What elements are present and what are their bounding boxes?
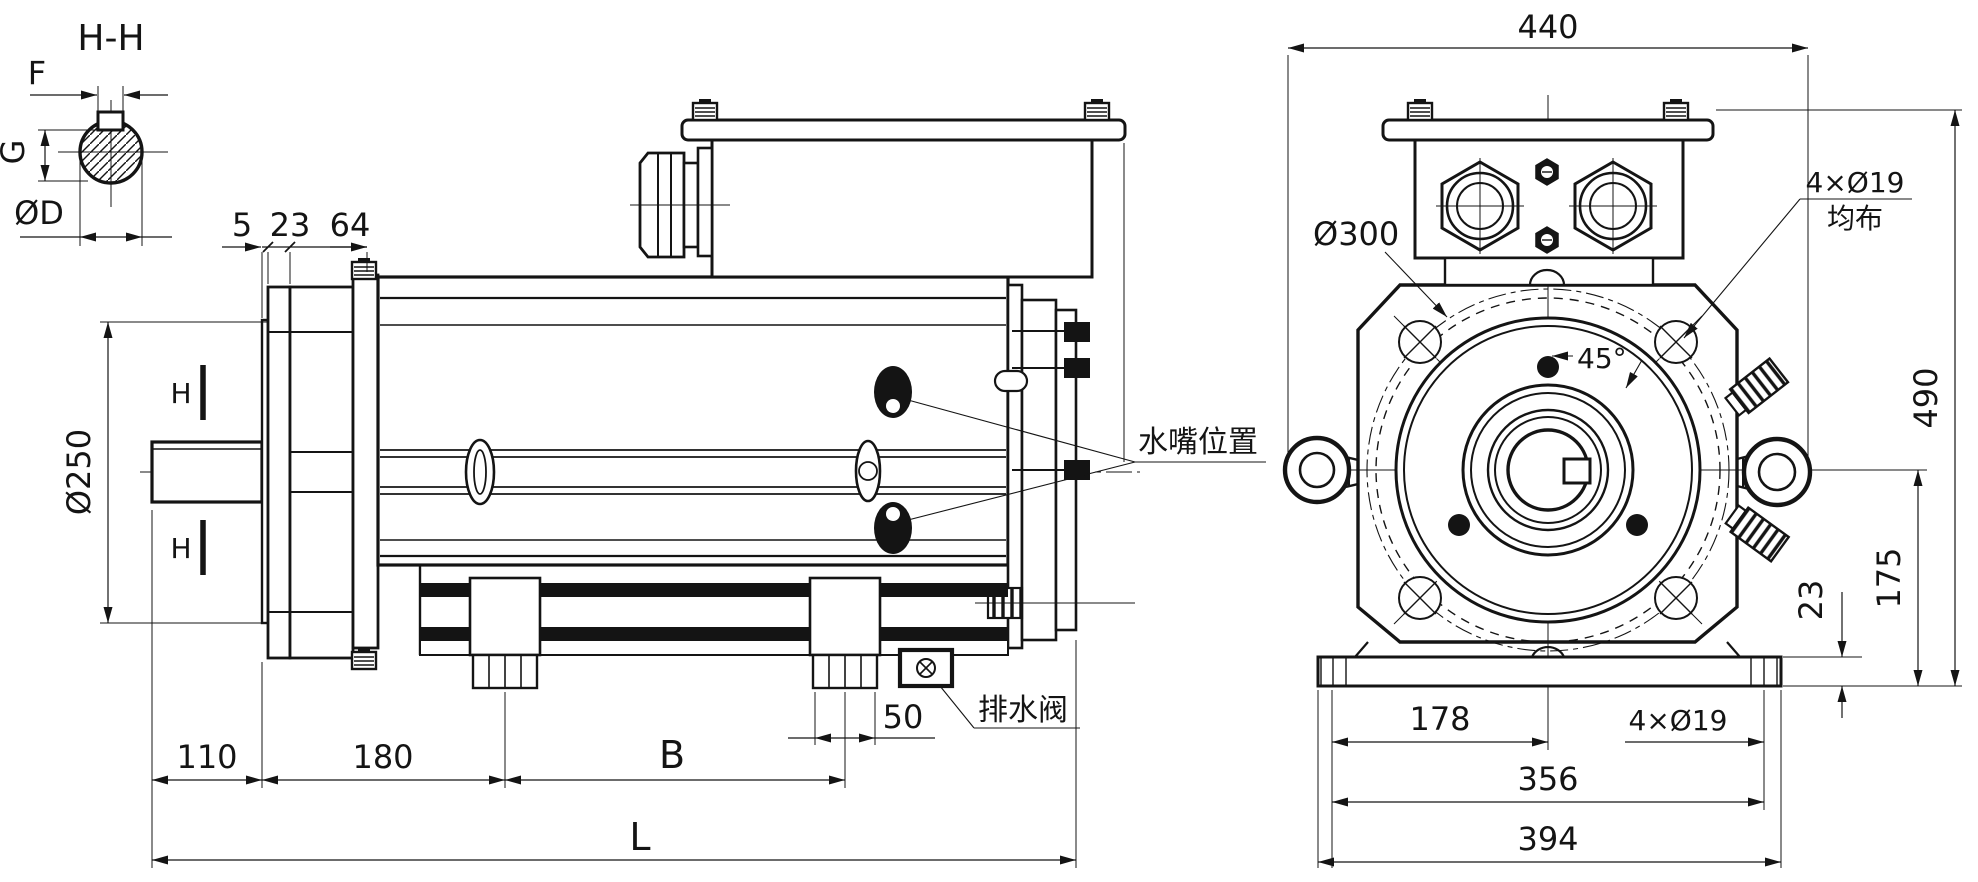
drain-valve xyxy=(897,647,955,689)
dim-label-64: 64 xyxy=(330,206,371,244)
motor-front-view: 45° Ø300 4×Ø19 均布 440 490 xyxy=(1282,8,1962,868)
foot-pad-front xyxy=(471,653,539,690)
cut-mark-upper: H xyxy=(170,377,191,410)
dim-label-394: 394 xyxy=(1517,820,1578,858)
callout-bolt-circle: Ø300 xyxy=(1313,215,1448,318)
dim-keyway-depth: G xyxy=(0,129,98,182)
callout-drain-valve: 排水阀 xyxy=(939,685,1080,729)
flange-screw-bottom xyxy=(350,646,378,671)
side-lug-front xyxy=(464,438,496,506)
dim-label-4x19-flange: 4×Ø19 xyxy=(1806,166,1905,199)
rear-plug xyxy=(993,369,1029,393)
cable-gland-front-left xyxy=(1436,158,1524,254)
cable-gland-front-right xyxy=(1569,158,1657,254)
dim-base-hole-span: 356 xyxy=(1332,760,1764,807)
frame-octagon xyxy=(1356,283,1739,644)
callout-water-nozzle: 水嘴位置 xyxy=(907,399,1266,521)
dim-label-175: 175 xyxy=(1870,547,1908,608)
dim-label-300: Ø300 xyxy=(1313,215,1399,253)
water-nozzle-front-upper xyxy=(1723,356,1790,417)
water-nozzle-front-lower xyxy=(1724,504,1791,563)
keyway-front xyxy=(1562,457,1592,485)
eye-bolt-left xyxy=(1282,435,1360,505)
water-nozzle-upper xyxy=(874,366,912,418)
dim-label-180: 180 xyxy=(352,738,413,776)
shaft xyxy=(150,440,264,504)
dim-label-4x19-base: 4×Ø19 xyxy=(1629,704,1728,737)
dim-label-B: B xyxy=(659,733,685,777)
dim-label-junbu: 均布 xyxy=(1827,202,1883,235)
dim-label-356: 356 xyxy=(1517,760,1578,798)
front-lid-screw-left xyxy=(1406,97,1434,122)
gland-bolt-bottom xyxy=(1535,226,1559,254)
keyway-notch xyxy=(96,110,125,132)
callout-flange-holes: 4×Ø19 均布 xyxy=(1683,166,1912,339)
dim-length-chain: 110 180 B xyxy=(151,510,846,868)
dim-base-thickness: 23 xyxy=(1783,580,1862,718)
front-lid-screw-right xyxy=(1662,97,1690,122)
dim-overall-height: 490 xyxy=(1716,109,1962,687)
flange-hole-tl xyxy=(1398,320,1442,364)
base-rails xyxy=(418,565,1009,690)
section-cut-marks: H H xyxy=(170,365,206,575)
flange-hole-br xyxy=(1654,576,1698,620)
dim-label-178: 178 xyxy=(1409,700,1470,738)
foot-pad-rear xyxy=(811,653,879,690)
shaft-section-detail: H-H F G ØD xyxy=(0,18,172,246)
bolt-circle-holes xyxy=(1366,288,1730,652)
side-lug-rear xyxy=(854,439,882,503)
dim-label-23b: 23 xyxy=(1792,580,1830,621)
dim-label-L: L xyxy=(629,815,650,859)
eye-bolt-right xyxy=(1735,436,1813,508)
rear-end xyxy=(975,283,1135,650)
dim-hole-angle: 45° xyxy=(1552,342,1643,389)
cable-gland-side xyxy=(630,146,730,259)
motor-body xyxy=(376,275,1010,567)
front-flange xyxy=(260,256,380,671)
dim-label-5: 5 xyxy=(232,206,252,244)
dim-label-phiD: ØD xyxy=(14,194,64,232)
foot-block-front xyxy=(468,576,542,657)
dim-label-G: G xyxy=(0,140,32,165)
dim-label-50: 50 xyxy=(883,698,924,736)
flange-screw-top xyxy=(350,256,378,281)
dim-label-23a: 23 xyxy=(270,206,311,244)
dim-flange-steps: 5 23 64 xyxy=(222,206,370,318)
dim-axis-to-base: 175 xyxy=(1870,470,1923,686)
dim-label-45: 45° xyxy=(1577,342,1627,375)
dim-shaft-diameter: ØD xyxy=(14,160,172,246)
cut-mark-lower: H xyxy=(170,532,191,565)
terminal-box-front xyxy=(1381,97,1715,287)
dim-base-hole-offset: 178 4×Ø19 xyxy=(1331,690,1765,868)
dim-keyway-width: F xyxy=(28,54,168,118)
terminal-box-side xyxy=(630,97,1127,462)
dim-label-490: 490 xyxy=(1907,367,1945,428)
flange-hole-bl xyxy=(1398,576,1442,620)
gland-bolt-top xyxy=(1535,158,1559,186)
foot-block-rear xyxy=(808,576,882,657)
box-lid-screw-right xyxy=(1083,97,1111,122)
base-plate xyxy=(1316,646,1783,688)
dim-foot-width: 50 xyxy=(788,692,935,745)
dim-base-width: 394 xyxy=(1317,690,1782,868)
dim-label-440: 440 xyxy=(1517,8,1578,46)
box-lid-screw-left xyxy=(691,97,719,122)
dim-label-F: F xyxy=(28,54,46,92)
dim-label-250: Ø250 xyxy=(60,429,98,515)
water-nozzle-label: 水嘴位置 xyxy=(1138,425,1258,460)
motor-side-view: H H 水嘴位置 排水阀 5 23 6 xyxy=(60,97,1266,868)
drain-valve-label: 排水阀 xyxy=(978,693,1068,728)
section-title: H-H xyxy=(77,18,144,59)
water-nozzle-lower xyxy=(874,502,912,554)
dim-total-length: L xyxy=(152,640,1077,868)
dim-flange-diameter: Ø250 xyxy=(60,321,268,624)
flange-hole-tr xyxy=(1654,320,1698,364)
end-face-circles xyxy=(1375,297,1721,643)
dim-overall-width: 440 xyxy=(1287,8,1809,465)
dim-label-110: 110 xyxy=(176,738,237,776)
